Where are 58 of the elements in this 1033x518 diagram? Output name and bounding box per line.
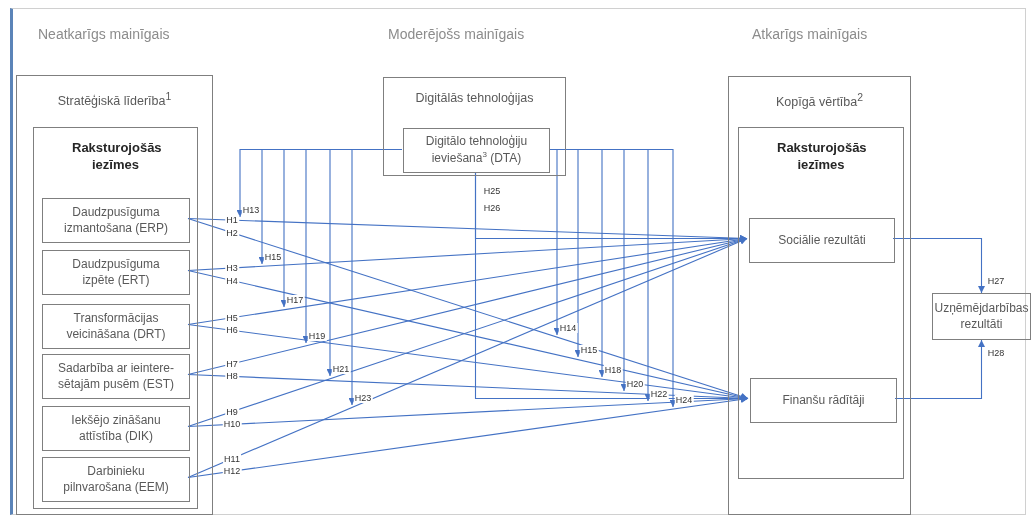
edge-label: H24 xyxy=(674,395,694,405)
edge-label: H17 xyxy=(285,295,305,305)
edge-label: H28 xyxy=(986,348,1006,358)
edge-label: H13 xyxy=(241,205,261,215)
edge-label: H7 xyxy=(225,359,239,369)
group-title: Digitālās tehnoloģijas xyxy=(414,90,535,107)
process-box: Daudzpusīguma izpēte (ERT) xyxy=(42,250,190,295)
process-box: Daudzpusīguma izmantošana (ERP) xyxy=(42,198,190,243)
process-box: Digitālo tehnoloģiju ieviešana$^{3}$ (DTA) xyxy=(403,128,550,173)
process-box: Finanšu rādītāji xyxy=(750,378,897,423)
group-title: Kopīgā vērtība$^{2}$ xyxy=(774,91,865,111)
edge-label: H23 xyxy=(353,393,373,403)
column-heading: Atkarīgs mainīgais xyxy=(752,26,868,42)
arrow xyxy=(474,171,749,402)
arrow xyxy=(187,396,749,479)
arrow xyxy=(187,237,748,479)
process-box: Darbinieku pilnvarošana (EEM) xyxy=(42,457,190,502)
edge-label: H15 xyxy=(579,345,599,355)
edge-label: H14 xyxy=(558,323,578,333)
edge-label: H20 xyxy=(625,379,645,389)
edge-label: H27 xyxy=(986,276,1006,286)
arrow xyxy=(348,148,403,406)
edge-label: H3 xyxy=(225,263,239,273)
arrow xyxy=(892,237,985,294)
process-box: Transformācijas veicināšana (DRT) xyxy=(42,304,190,349)
arrow xyxy=(548,148,677,408)
edge-label: H11 xyxy=(223,454,241,464)
edge-label: H21 xyxy=(331,364,351,374)
group-title: Stratēģiskā līderība$^{1}$ xyxy=(56,90,173,110)
edge-label: H9 xyxy=(225,407,239,417)
group-heading: Raksturojošās iezīmes xyxy=(72,140,159,174)
group-heading: Raksturojošās iezīmes xyxy=(777,140,865,174)
group-box xyxy=(16,75,213,515)
group-box xyxy=(728,76,911,515)
process-box: Iekšējo zināšanu attīstība (DIK) xyxy=(42,406,190,451)
process-box: Sociālie rezultāti xyxy=(749,218,895,263)
edge-label: H22 xyxy=(649,389,669,399)
column-heading: Neatkarīgs mainīgais xyxy=(38,26,170,42)
process-box: Sadarbība ar ieintere-sētajām pusēm (EST) xyxy=(42,354,190,399)
edge-label: H8 xyxy=(225,371,239,381)
process-box: Uzņēmējdarbības rezultāti xyxy=(932,293,1031,340)
edge-label: H19 xyxy=(307,331,327,341)
edge-label: H10 xyxy=(222,419,242,429)
edge-label: H2 xyxy=(225,228,239,238)
edge-label: H6 xyxy=(225,325,239,335)
group-box xyxy=(383,77,566,176)
edge-label: H5 xyxy=(225,313,239,323)
edge-label: H26 xyxy=(482,203,502,213)
edge-label: H18 xyxy=(603,365,623,375)
group-box xyxy=(738,127,904,479)
group-box xyxy=(33,127,198,509)
arrow xyxy=(894,339,985,400)
edge-label: H4 xyxy=(225,276,239,286)
column-heading: Moderējošs mainīgais xyxy=(388,26,525,42)
edge-label: H25 xyxy=(482,186,502,196)
edge-label: H1 xyxy=(225,215,239,225)
edge-label: H15 xyxy=(263,252,283,262)
edge-label: H12 xyxy=(222,466,242,476)
